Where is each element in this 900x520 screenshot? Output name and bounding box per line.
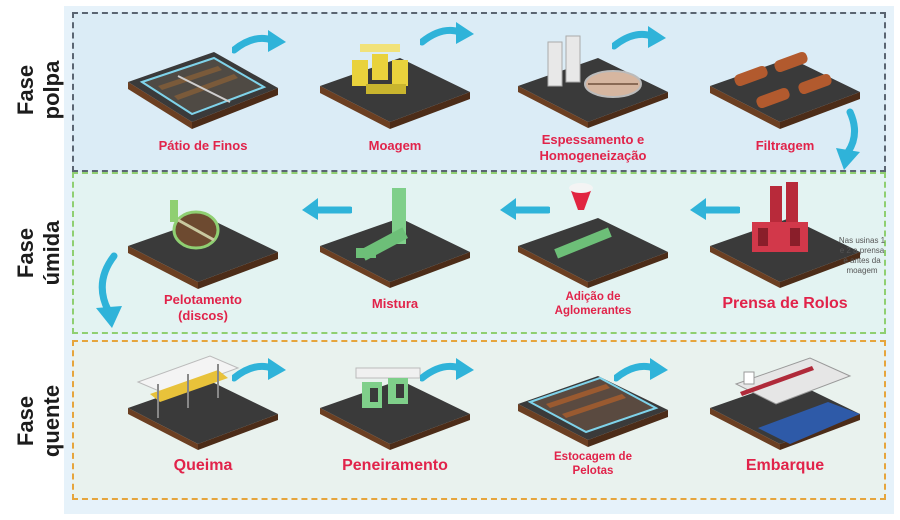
patio-de-finos-illustration — [118, 30, 288, 140]
step-label-line1: Pelotamento — [163, 292, 242, 307]
step-label-patio-de-finos: Pátio de Finos — [158, 138, 248, 153]
arrow-right-icon — [232, 358, 286, 382]
phase-label-line1: Fase — [13, 64, 38, 116]
step-label-line2: Aglomerantes — [554, 305, 632, 317]
phase-label-line2: quente — [39, 384, 64, 458]
step-label-line2: (discos) — [178, 308, 228, 323]
step-label-line1: Estocagem de — [554, 451, 632, 463]
embarque-illustration — [700, 348, 870, 458]
step-label-peneiramento: Peneiramento — [342, 457, 448, 474]
queima-illustration — [118, 348, 288, 458]
arrow-left-icon — [302, 198, 352, 220]
note-usinas: Nas usinas 1 e 2 a prensa é antes da moa… — [838, 236, 886, 275]
phase-label-line2: polpa — [39, 60, 64, 120]
step-label-line2: Pelotas — [572, 465, 614, 477]
step-label-filtragem: Filtragem — [755, 138, 815, 153]
prensa-de-rolos-illustration — [700, 182, 870, 292]
adicao-illustration — [508, 182, 678, 292]
arrow-right-icon — [420, 22, 474, 46]
step-label-espessamento: Espessamento e Homogeneização — [508, 132, 678, 164]
peneiramento-illustration — [310, 348, 480, 458]
step-label-pelotamento: Pelotamento (discos) — [118, 292, 288, 324]
moagem-illustration — [310, 30, 480, 140]
phase-label-line2: úmida — [39, 220, 64, 286]
phase-label-quente: Fase quente — [11, 346, 67, 496]
espessamento-illustration — [508, 22, 678, 132]
phase-label-umida: Fase úmida — [11, 178, 67, 328]
step-label-embarque: Embarque — [745, 457, 825, 474]
arrow-down-icon — [836, 108, 860, 170]
phase-label-polpa: Fase polpa — [11, 15, 67, 165]
step-label-line2: Homogeneização — [539, 148, 647, 163]
arrow-right-icon — [232, 30, 286, 54]
step-label-line1: Adição de — [565, 291, 621, 303]
filtragem-illustration — [700, 30, 870, 140]
step-label-queima: Queima — [173, 457, 233, 474]
step-label-mistura: Mistura — [371, 296, 419, 311]
arrow-right-icon — [614, 358, 668, 382]
arrow-down-icon — [96, 252, 122, 328]
step-label-adicao: Adição de Aglomerantes — [508, 290, 678, 318]
arrow-left-icon — [690, 198, 740, 220]
mistura-illustration — [310, 182, 480, 292]
pelotamento-illustration — [118, 190, 288, 300]
step-label-estocagem: Estocagem de Pelotas — [508, 450, 678, 478]
estocagem-illustration — [508, 348, 678, 458]
step-label-prensa-de-rolos: Prensa de Rolos — [722, 295, 848, 312]
phase-label-line1: Fase — [13, 227, 38, 279]
phase-label-line1: Fase — [13, 395, 38, 447]
arrow-right-icon — [420, 358, 474, 382]
arrow-right-icon — [612, 26, 666, 50]
step-label-moagem: Moagem — [368, 138, 422, 153]
step-label-line1: Espessamento e — [541, 132, 645, 147]
arrow-left-icon — [500, 198, 550, 220]
